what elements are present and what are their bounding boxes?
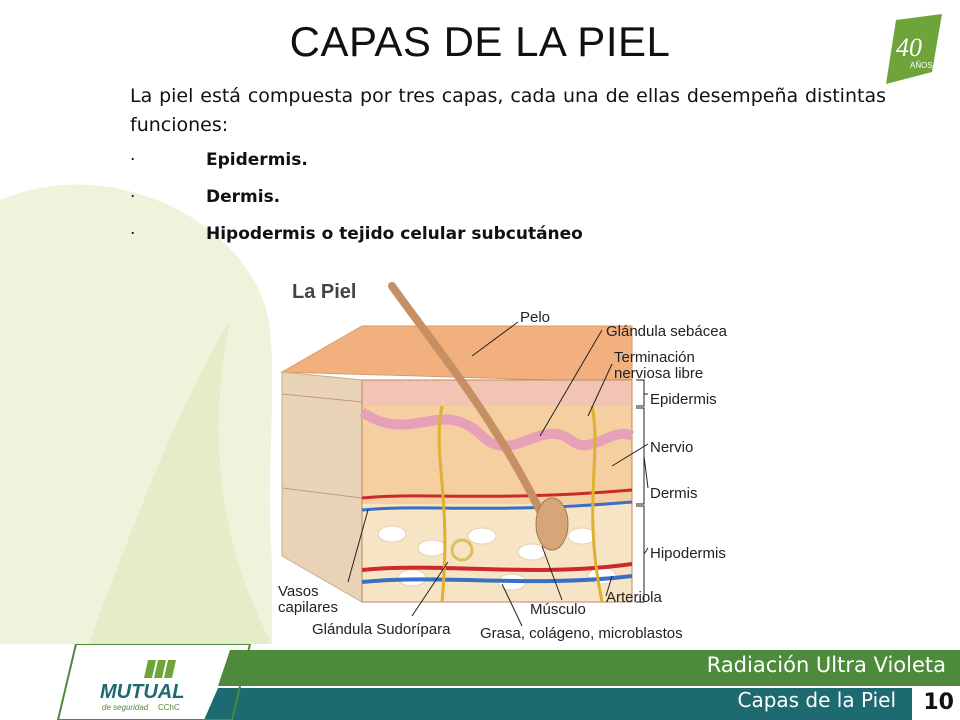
slide-title: CAPAS DE LA PIEL: [289, 18, 671, 65]
layer-dermis: Dermis.: [206, 187, 281, 207]
label-nervio: Nervio: [650, 439, 693, 456]
label-capilares: capilares: [278, 599, 338, 616]
layer-list: · Epidermis. · Dermis. · Hipodermis o te…: [130, 150, 583, 261]
label-musculo: Músculo: [530, 601, 586, 618]
svg-text:AÑOS: AÑOS: [910, 61, 933, 70]
label-arteriola: Arteriola: [606, 589, 663, 606]
label-grasa: Grasa, colágeno, microblastos: [480, 625, 683, 642]
layer-hipodermis: Hipodermis o tejido celular subcutáneo: [206, 224, 583, 244]
label-hipodermis: Hipodermis: [650, 545, 726, 562]
figure-title: La Piel: [292, 281, 356, 303]
anniversary-badge-icon: 40 AÑOS: [886, 14, 942, 84]
svg-text:MUTUAL: MUTUAL: [100, 681, 184, 703]
sweat-gland: [450, 538, 474, 562]
footer-section-title: Radiación Ultra Violeta: [706, 653, 946, 677]
svg-text:40: 40: [896, 33, 922, 62]
label-nerviosa-libre: nerviosa libre: [614, 365, 703, 382]
skin-left-face: [281, 371, 363, 603]
label-epidermis: Epidermis: [650, 391, 717, 408]
hair-shaft: [388, 282, 556, 540]
intro-paragraph: La piel está compuesta por tres capas, c…: [130, 85, 886, 136]
skin-top-face: [280, 325, 633, 381]
svg-text:de seguridad: de seguridad: [102, 703, 149, 712]
label-glandula-sebacea: Glándula sebácea: [606, 323, 728, 340]
skin-diagram: La Piel: [272, 266, 760, 644]
list-item: · Hipodermis o tejido celular subcutáneo: [130, 224, 583, 261]
hair-follicle: [535, 497, 569, 551]
label-terminacion: Terminación: [614, 349, 695, 366]
bullet: ·: [130, 187, 136, 207]
epidermis-band: [362, 380, 632, 406]
list-item: · Dermis.: [130, 187, 583, 224]
layer-epidermis: Epidermis.: [206, 150, 308, 170]
list-item: · Epidermis.: [130, 150, 583, 187]
skin-diagram-svg: La Piel: [278, 281, 728, 642]
mutual-logo-icon: MUTUAL de seguridad CChC: [100, 660, 184, 712]
svg-text:CChC: CChC: [158, 703, 180, 712]
label-glandula-sudoripara: Glándula Sudorípara: [312, 621, 451, 638]
bullet: ·: [130, 224, 136, 244]
label-vasos: Vasos: [278, 583, 319, 600]
label-dermis: Dermis: [650, 485, 698, 502]
footer-band: [0, 644, 960, 720]
page-number: 10: [923, 690, 954, 715]
footer: MUTUAL de seguridad CChC Radiación Ultra…: [0, 644, 960, 720]
bullet: ·: [130, 150, 136, 170]
label-pelo: Pelo: [520, 309, 550, 326]
footer-topic: Capas de la Piel: [737, 688, 896, 712]
